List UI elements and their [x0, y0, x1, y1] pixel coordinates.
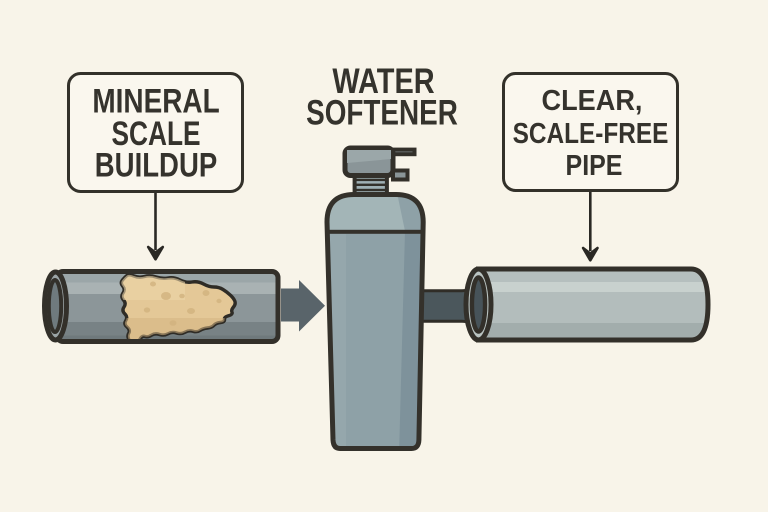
svg-text:SCALE-FREE: SCALE-FREE — [513, 118, 669, 150]
svg-text:SCALE: SCALE — [112, 115, 201, 153]
svg-text:PIPE: PIPE — [566, 150, 623, 182]
svg-text:MINERAL: MINERAL — [92, 83, 219, 121]
svg-text:WATER: WATER — [332, 62, 434, 101]
svg-text:SOFTENER: SOFTENER — [306, 94, 458, 133]
svg-text:BUILDUP: BUILDUP — [95, 147, 217, 185]
svg-text:CLEAR,: CLEAR, — [542, 85, 643, 117]
